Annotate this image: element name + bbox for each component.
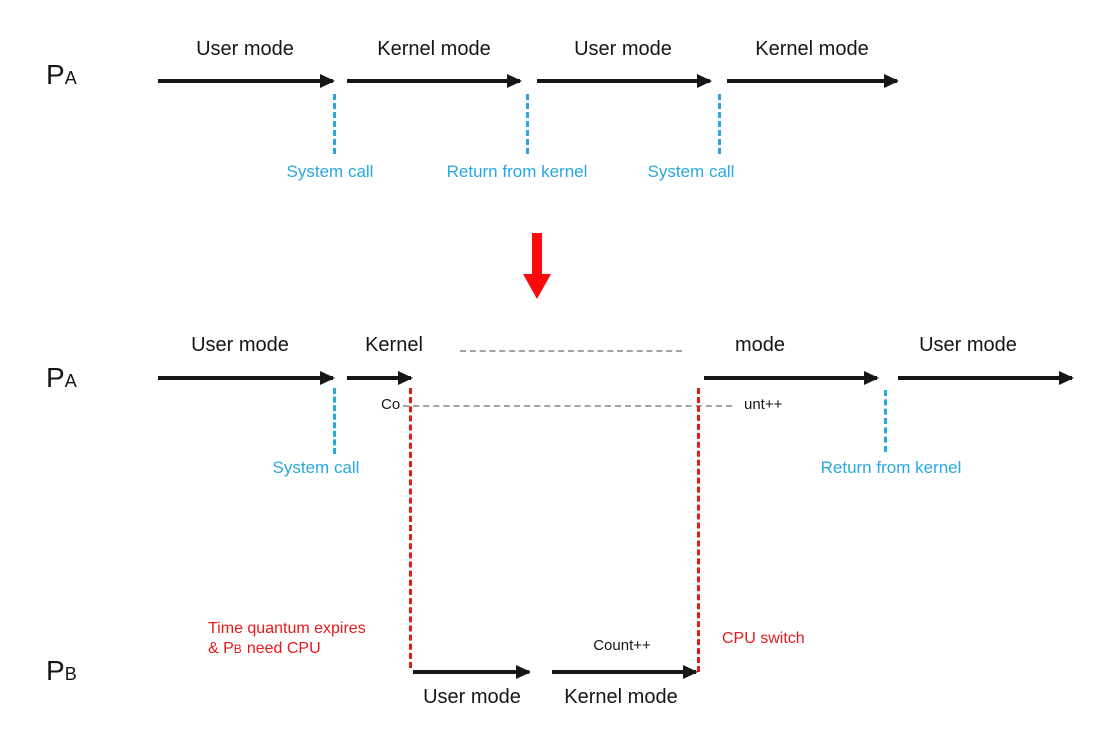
mode-segment-label: User mode xyxy=(919,334,1017,356)
timeline-arrow xyxy=(347,371,413,385)
event-label: Return from kernel xyxy=(446,162,588,181)
timeline-arrow xyxy=(727,74,899,88)
event-marker-line xyxy=(333,388,336,454)
process-subscript: A xyxy=(64,68,77,88)
event-label: System call xyxy=(647,162,735,181)
cpu-switch-label: CPU switch xyxy=(722,630,805,647)
mode-segment-label: Kernel xyxy=(365,334,423,356)
process-b-label: PB xyxy=(46,655,77,687)
mode-segment-label: User mode xyxy=(423,686,521,708)
timeline-arrow xyxy=(158,371,335,385)
event-marker-line xyxy=(884,390,887,452)
timeline-arrow xyxy=(552,665,698,679)
mode-segment-label: Kernel mode xyxy=(564,686,678,708)
gray-continuation-line xyxy=(460,350,682,352)
timeline-arrow xyxy=(158,74,335,88)
interrupted-count-left: Co xyxy=(381,396,401,413)
mode-segment-label: User mode xyxy=(196,38,294,60)
interrupted-count-right: unt++ xyxy=(744,396,783,413)
mode-segment-label: User mode xyxy=(191,334,289,356)
event-label: System call xyxy=(272,458,360,477)
quantum-note-line1: Time quantum expires xyxy=(208,620,366,637)
process-subscript: B xyxy=(64,664,77,684)
event-marker-line xyxy=(526,94,529,154)
transform-down-arrow-head xyxy=(523,274,551,299)
mode-segment-label: User mode xyxy=(574,38,672,60)
preemption-line xyxy=(409,388,412,668)
event-label: System call xyxy=(286,162,374,181)
timeline-arrow xyxy=(898,371,1074,385)
gray-continuation-line xyxy=(403,405,732,407)
cpu-switch-line xyxy=(697,388,700,672)
process-letter: P xyxy=(46,655,65,686)
event-label: Return from kernel xyxy=(820,458,962,477)
timeline-arrow xyxy=(413,665,531,679)
process-a-label: PA xyxy=(46,59,77,91)
process-letter: P xyxy=(46,362,65,393)
timeline-arrow xyxy=(537,74,712,88)
process-letter: P xyxy=(46,59,65,90)
process-a-label: PA xyxy=(46,362,77,394)
count-annotation: Count++ xyxy=(593,637,651,654)
event-marker-line xyxy=(333,94,336,154)
event-marker-line xyxy=(718,94,721,154)
mode-segment-label: Kernel mode xyxy=(377,38,491,60)
timeline-arrow xyxy=(347,74,522,88)
process-subscript: A xyxy=(64,371,77,391)
transform-down-arrow xyxy=(532,233,542,275)
timeline-arrow xyxy=(704,371,879,385)
mode-segment-label: mode xyxy=(734,334,786,356)
mode-segment-label: Kernel mode xyxy=(755,38,869,60)
